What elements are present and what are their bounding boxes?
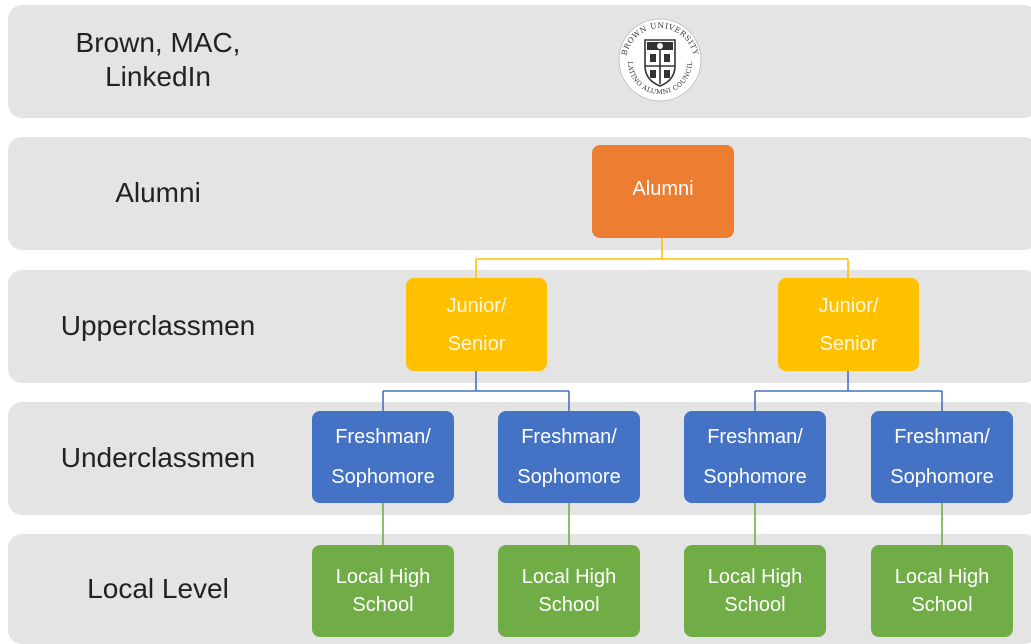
node-alumni-label: Alumni	[632, 177, 694, 200]
node-label-line2: Senior	[819, 332, 878, 355]
node-label-line1: Junior/	[818, 294, 879, 317]
level-label-underclassmen: Underclassmen	[60, 442, 256, 473]
node-label-line1: Local High	[894, 566, 990, 588]
level-label-upperclassmen: Upperclassmen	[60, 310, 256, 341]
node-label-line2: School	[352, 594, 414, 616]
level-label-alumni: Alumni	[115, 177, 201, 208]
node-label-line1: Local High	[707, 566, 803, 588]
node-label-line1: Junior/	[446, 294, 507, 317]
node-freshman-sophomore-4: Freshman/ Sophomore	[871, 411, 1013, 503]
node-label-line2: School	[538, 594, 600, 616]
node-junior-senior-right: Junior/ Senior	[778, 278, 919, 371]
node-label-line1: Freshman/	[707, 426, 803, 448]
node-label-line1: Local High	[335, 566, 431, 588]
brown-latino-alumni-council-logo: BROWN UNIVERSITY LATINO ALUMNI COUNCIL	[612, 10, 708, 106]
node-label-line2: School	[724, 594, 786, 616]
level-label-local: Local Level	[87, 573, 229, 604]
node-label-line2: Sophomore	[890, 466, 994, 488]
node-local-high-school-1: Local High School	[312, 545, 454, 637]
node-label-line1: Freshman/	[335, 426, 431, 448]
band-alumni	[8, 137, 1031, 250]
node-local-high-school-3: Local High School	[684, 545, 826, 637]
node-freshman-sophomore-2: Freshman/ Sophomore	[498, 411, 640, 503]
node-label-line2: Senior	[447, 332, 506, 355]
node-freshman-sophomore-1: Freshman/ Sophomore	[312, 411, 454, 503]
node-local-high-school-2: Local High School	[498, 545, 640, 637]
node-junior-senior-left: Junior/ Senior	[406, 278, 547, 371]
node-alumni: Alumni	[592, 145, 734, 238]
node-local-high-school-4: Local High School	[871, 545, 1013, 637]
node-label-line1: Freshman/	[894, 426, 990, 448]
level-label-top: Brown, MAC, LinkedIn	[75, 27, 241, 92]
node-label-line1: Local High	[521, 566, 617, 588]
node-label-line2: Sophomore	[331, 466, 435, 488]
band-top	[8, 5, 1031, 118]
node-label-line1: Freshman/	[521, 426, 617, 448]
node-label-line2: Sophomore	[703, 466, 807, 488]
node-label-line2: Sophomore	[517, 466, 621, 488]
node-label-line2: School	[911, 594, 973, 616]
node-freshman-sophomore-3: Freshman/ Sophomore	[684, 411, 826, 503]
